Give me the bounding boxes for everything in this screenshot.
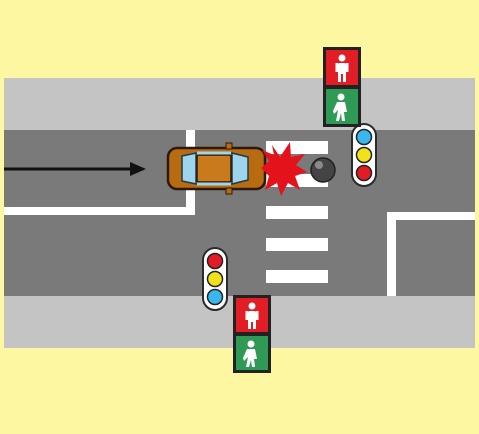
sidewalk-top (4, 78, 475, 130)
stop-line-right (387, 212, 396, 296)
pedestrian-signal-bottom (233, 295, 271, 373)
direction-arrow-icon (4, 162, 146, 176)
center-line-right (387, 212, 475, 220)
crosswalk-stripe (266, 270, 328, 283)
collision-burst-icon (261, 142, 307, 196)
traffic-light-icon (202, 247, 228, 311)
car-icon (166, 142, 267, 195)
crosswalk-stripe (266, 141, 328, 154)
pedestrian-signal-top (323, 47, 361, 127)
crosswalk (266, 141, 328, 283)
crosswalk-stripe (266, 206, 328, 219)
traffic-light-icon (351, 123, 377, 187)
ball-icon (310, 157, 336, 183)
center-line-left (4, 207, 195, 215)
crosswalk-stripe (266, 238, 328, 251)
